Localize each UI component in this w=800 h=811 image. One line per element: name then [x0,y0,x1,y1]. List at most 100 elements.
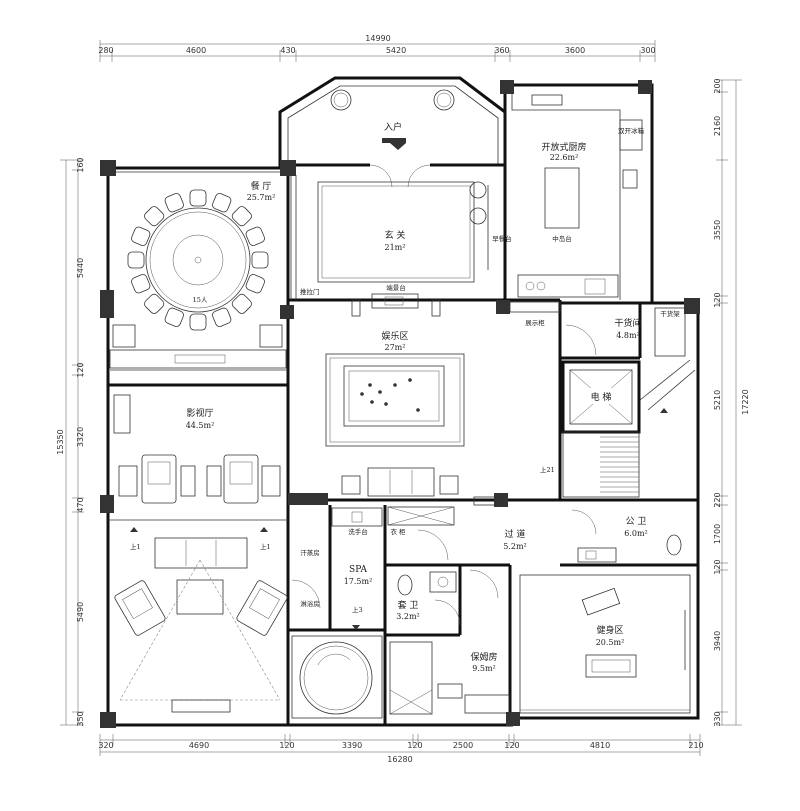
dim-right-7: 120 [713,559,722,574]
maid-room-area: 9.5m² [472,664,496,673]
corridor-area: 5.2m² [503,542,527,551]
stair-arrow-icon [660,408,668,413]
bottom-dimension-chain: 320 4690 120 3390 120 2500 120 4810 210 … [98,734,704,764]
up-left-label: 上1 [130,542,141,551]
guest-wc-area: 6.0m² [624,529,648,538]
stair-up-label: 上21 [540,465,555,474]
dim-bottom-4: 120 [407,741,422,750]
ensuite-area: 3.2m² [396,612,420,621]
dining-chair-icon [189,189,207,207]
dim-left-0: 160 [76,157,85,172]
dim-right-0: 200 [713,78,722,93]
spa-area: 17.5m² [344,577,373,586]
wardrobe: 衣 柜 [387,506,455,536]
dining-chair-icon [131,274,151,294]
dim-top-3: 5420 [386,46,406,55]
maid-room-name: 保姆房 [470,651,497,663]
dim-right-8: 3940 [713,631,722,651]
entry-arrow-icon [382,138,406,150]
dim-right-total: 17220 [741,389,750,414]
interior-walls [108,165,698,725]
dining-chair-icon [144,293,165,314]
dim-top-6: 300 [640,46,655,55]
entertainment-area-value: 27m² [385,343,406,352]
dim-top-4: 360 [494,46,509,55]
dining-chair-icon [127,251,145,269]
dim-bottom-1: 4690 [189,741,209,750]
dim-bottom-3: 3390 [342,741,362,750]
entertainment-area: 娱乐区 27m² [325,299,465,497]
dining-chair-icon [164,193,184,213]
recliner-icon [141,454,177,504]
dim-bottom-8: 210 [688,741,703,750]
fridge-label: 双开冰箱 [618,126,645,135]
step-arrow-icon [352,625,360,630]
right-dimension-chain: 200 2160 3550 120 5210 220 1700 120 3940… [713,78,750,726]
dim-left-3: 3320 [76,427,85,447]
maid-room: 保姆房 9.5m² [389,641,510,715]
spa: 汗蒸房 淋浴房 洗手台 SPA 17.5m² 上3 [291,507,383,719]
home-theater: 影视厅 44.5m² 上1 上1 [113,394,288,713]
theater-name: 影视厅 [186,407,213,419]
dim-bottom-7: 4810 [590,741,610,750]
dining-chair-icon [251,251,269,269]
ensuite: 套 卫 3.2m² [396,571,461,626]
dining-chair-icon [144,206,165,227]
dim-right-1: 2160 [713,116,722,136]
dim-top-2: 430 [280,46,295,55]
dim-bottom-0: 320 [98,741,113,750]
recliner-icon [236,580,288,636]
kitchen-name: 开放式厨房 [541,141,586,153]
pantry: 干货架 干货间 4.8m² 展示柜 [509,301,686,357]
corridor: 过 道 5.2m² [417,496,527,599]
dim-right-6: 1700 [713,524,722,544]
dim-right-9: 330 [713,711,722,726]
columns [100,80,700,728]
pantry-area: 4.8m² [616,331,640,340]
elevator-label: 电 梯 [591,391,612,403]
gym: 健身区 20.5m² [519,574,691,714]
dining-chair-icon [212,307,232,327]
theater-area: 44.5m² [186,421,215,430]
foyer-name: 玄 关 [385,229,406,241]
dim-right-4: 5210 [713,390,722,410]
dining-chair-icon [131,226,151,246]
dining-chair-icon [231,206,252,227]
dining-chair-icon [231,293,252,314]
side-table-label: 端景台 [386,283,406,292]
dim-top-total: 14990 [365,34,390,43]
dim-right-3: 120 [713,292,722,307]
sauna-label: 汗蒸房 [300,548,320,557]
spa-name: SPA [349,565,367,575]
dim-right-2: 3550 [713,220,722,240]
guest-wc-name: 公 卫 [626,516,647,527]
entry-label: 入户 [384,121,402,133]
gym-area: 20.5m² [596,638,625,647]
dim-bottom-2: 120 [279,741,294,750]
wardrobe-label: 衣 柜 [390,527,406,536]
washbasin-label: 洗手台 [348,527,368,536]
dining-chair-icon [189,313,207,331]
staircase: 上21 [540,359,696,498]
ensuite-name: 套 卫 [398,599,419,611]
kitchen: 双开冰箱 开放式厨房 22.6m² 早餐台 中岛台 [469,92,645,300]
dim-bottom-6: 120 [504,741,519,750]
dining-name: 餐 厅 [251,180,272,192]
dim-top-5: 3600 [565,46,585,55]
recliner-icon [114,580,166,636]
entertainment-name: 娱乐区 [381,330,408,342]
dim-left-2: 120 [76,362,85,377]
recliner-icon [223,454,259,504]
dry-rack-label: 干货架 [660,309,680,318]
foyer-area: 21m² [385,243,406,252]
dining-chair-icon [164,307,184,327]
left-dimension-chain: 160 5440 120 3320 470 5490 350 15350 [56,157,85,726]
display-cabinet-label: 展示柜 [525,318,545,327]
dim-left-6: 350 [76,711,85,726]
top-dimension-chain: 14990 280 4600 430 5420 360 3600 300 [98,34,656,62]
dim-left-4: 470 [76,497,85,512]
dining-area: 25.7m² [247,193,276,202]
elevator: 电 梯 [561,360,641,434]
step-arrow-icon [130,527,138,532]
